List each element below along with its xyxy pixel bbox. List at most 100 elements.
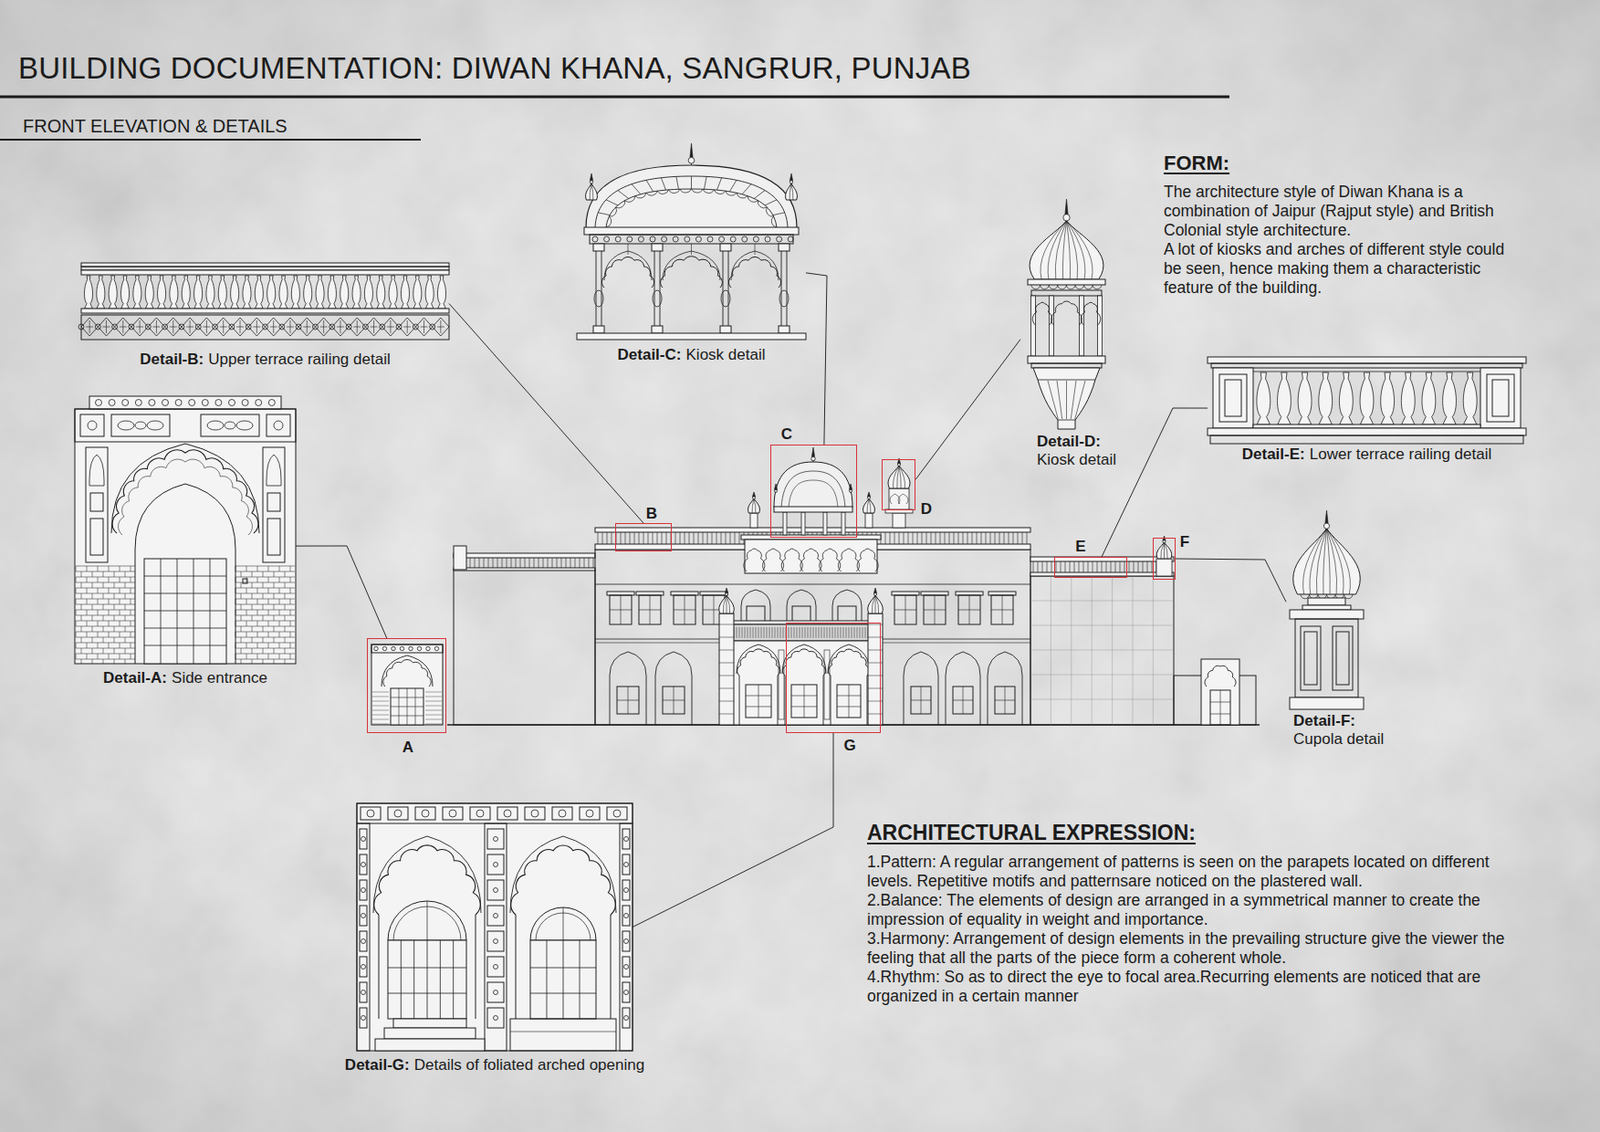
line-art — [1119, 561, 1121, 573]
line-art — [268, 587, 270, 594]
line-art — [774, 489, 778, 492]
line-art — [242, 275, 251, 309]
line-art — [108, 653, 110, 659]
line-art — [383, 659, 431, 687]
line-art — [781, 548, 803, 572]
line-art — [412, 324, 419, 330]
line-art — [146, 420, 164, 430]
line-art — [843, 627, 845, 638]
line-art — [133, 275, 142, 309]
line-art — [1051, 301, 1083, 325]
line-art — [169, 275, 178, 309]
line-art — [1042, 561, 1044, 573]
line-art — [531, 809, 539, 817]
line-art — [657, 189, 669, 195]
line-art — [719, 688, 734, 690]
line-art — [606, 806, 628, 820]
line-art — [235, 642, 237, 649]
line-art — [266, 480, 268, 486]
line-art — [899, 532, 900, 544]
line-art — [114, 615, 116, 621]
line-art — [646, 675, 648, 725]
line-art — [634, 532, 636, 544]
line-art — [268, 576, 270, 583]
line-art — [867, 675, 868, 725]
line-art — [169, 326, 178, 328]
line-art — [361, 939, 367, 944]
line-art — [912, 532, 914, 544]
line-art — [1210, 435, 1524, 444]
line-art — [1070, 575, 1072, 725]
line-art — [273, 615, 275, 621]
line-art — [200, 414, 260, 437]
line-art — [487, 956, 504, 977]
line-art — [1084, 284, 1094, 290]
sheet-subtitle: FRONT ELEVATION & DETAILS — [22, 115, 288, 137]
line-art — [1300, 626, 1321, 691]
line-art — [303, 326, 311, 328]
line-art — [1338, 372, 1353, 425]
line-art — [702, 532, 704, 544]
line-art — [675, 532, 677, 544]
detail-caption: Detail-D:Kiosk detail — [1036, 432, 1117, 470]
line-art — [371, 644, 443, 725]
line-art — [923, 595, 946, 625]
line-art — [783, 627, 785, 638]
line-art — [725, 593, 729, 597]
line-art — [777, 627, 779, 638]
line-art — [374, 646, 378, 650]
line-art — [649, 236, 656, 242]
line-art — [538, 557, 540, 568]
line-art — [800, 548, 822, 572]
detail-title: Lower terrace railing detail — [1309, 445, 1492, 463]
callout-letter: A — [402, 738, 414, 757]
line-art — [651, 243, 663, 251]
line-art — [903, 532, 905, 544]
line-art — [387, 806, 408, 820]
line-art — [103, 658, 105, 664]
line-art — [1037, 561, 1039, 573]
line-art — [81, 571, 83, 577]
line-art — [552, 557, 554, 568]
line-art — [722, 250, 724, 326]
line-art — [290, 642, 292, 649]
line-art — [758, 684, 760, 718]
line-art — [257, 565, 259, 572]
line-art — [591, 183, 594, 200]
line-art — [95, 399, 103, 407]
line-art — [399, 646, 404, 650]
line-art — [493, 836, 499, 842]
line-art — [1003, 532, 1005, 544]
line-art — [836, 684, 861, 718]
line-art — [251, 637, 253, 643]
line-art — [92, 615, 94, 621]
line-art — [273, 637, 275, 643]
line-art — [745, 706, 772, 708]
line-art — [1336, 631, 1350, 685]
line-art — [804, 684, 806, 718]
line-art — [739, 675, 741, 725]
line-art — [1048, 284, 1058, 290]
subtitle-rule — [0, 138, 421, 141]
line-art — [648, 532, 649, 544]
body-text: The architecture style of Diwan Khana is… — [1163, 182, 1525, 241]
detail-tag: Detail-B: — [139, 350, 204, 368]
line-art — [1359, 372, 1374, 425]
line-art — [1132, 575, 1134, 725]
line-art — [778, 243, 790, 251]
line-art — [654, 250, 656, 326]
line-art — [622, 930, 630, 952]
line-art — [672, 236, 679, 242]
line-art — [1056, 380, 1063, 419]
line-art — [920, 591, 949, 596]
line-art — [1092, 284, 1102, 290]
line-art — [593, 325, 605, 334]
line-art — [251, 658, 253, 664]
line-art — [279, 631, 281, 638]
line-art — [178, 324, 185, 330]
line-art — [240, 637, 242, 643]
line-art — [980, 675, 982, 725]
line-art — [425, 696, 442, 698]
line-art — [596, 250, 597, 326]
